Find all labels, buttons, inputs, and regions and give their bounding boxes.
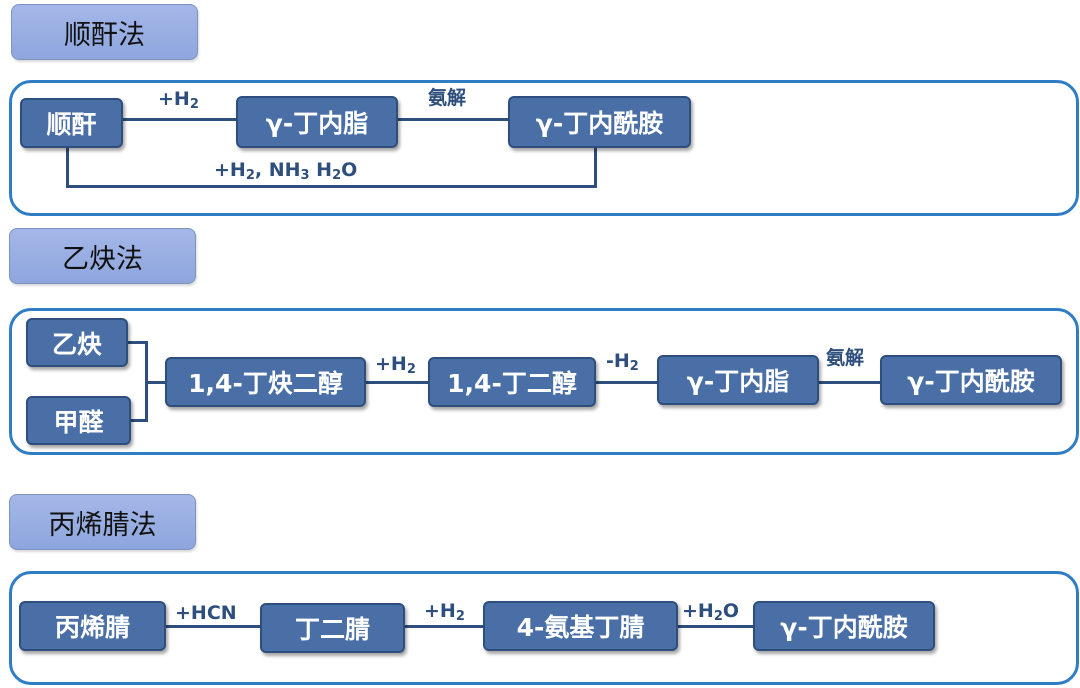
node-label: 4-氨基丁腈 (516, 613, 645, 642)
connector-line (677, 625, 754, 628)
node-butynediol: 1,4-丁炔二醇 (165, 357, 366, 407)
node-label: γ-丁内脂 (686, 367, 790, 396)
node-label: γ-丁内酰胺 (780, 613, 908, 642)
reagent-label-ammonolysis: 氨解 (826, 347, 865, 369)
reagent-label-bypass: +H2, NH3 H2O (214, 159, 358, 183)
section-title-acrylonitrile: 丙烯腈法 (9, 494, 196, 550)
node-aminobutyronitrile: 4-氨基丁腈 (483, 601, 678, 651)
reagent-label-ammonolysis: 氨解 (428, 87, 467, 109)
connector-line (145, 381, 167, 384)
node-label: 1,4-丁二醇 (447, 369, 577, 398)
node-label: γ-丁内酰胺 (907, 367, 1035, 396)
node-label: γ-丁内脂 (265, 109, 369, 138)
node-label: 乙炔 (51, 329, 102, 359)
bypass-line-across (66, 185, 597, 188)
node-butanediol: 1,4-丁二醇 (428, 357, 596, 407)
node-succinonitrile: 丁二腈 (260, 603, 405, 653)
bracket-line-bottom (130, 419, 148, 422)
connector-line (404, 625, 484, 628)
node-label: γ-丁内酰胺 (535, 109, 664, 138)
node-formaldehyde: 甲醛 (26, 396, 131, 445)
reagent-label-h2: +H2 (424, 600, 465, 624)
reagent-label-hcn: +HCN (175, 602, 237, 624)
bypass-line-up (594, 148, 597, 188)
connector-line (122, 118, 238, 121)
connector-line (595, 381, 658, 384)
node-label: 丁二腈 (294, 615, 370, 644)
bracket-line-top (127, 341, 148, 344)
section-title-text: 丙烯腈法 (48, 509, 157, 541)
node-label: 1,4-丁炔二醇 (188, 369, 343, 398)
section-title-text: 顺酐法 (64, 19, 145, 51)
node-gamma-butyrolactam: γ-丁内酰胺 (508, 96, 691, 148)
node-gamma-butyrolactone: γ-丁内脂 (657, 355, 819, 405)
section-title-acetylene: 乙炔法 (9, 228, 196, 284)
node-gamma-butyrolactone: γ-丁内脂 (236, 96, 398, 148)
reagent-label-minus-h2: -H2 (606, 350, 639, 374)
node-gamma-butyrolactam: γ-丁内酰胺 (753, 601, 935, 651)
connector-line (818, 381, 881, 384)
node-acetylene: 乙炔 (26, 318, 128, 367)
node-acrylonitrile: 丙烯腈 (19, 601, 166, 651)
connector-line (365, 381, 429, 384)
section-title-maleic-anhydride: 顺酐法 (11, 4, 198, 60)
connector-line (165, 625, 261, 628)
section-title-text: 乙炔法 (62, 243, 143, 275)
node-gamma-butyrolactam: γ-丁内酰胺 (880, 355, 1062, 405)
connector-line (398, 118, 510, 121)
node-label: 丙烯腈 (54, 613, 130, 642)
node-label: 顺酐 (46, 110, 97, 139)
node-label: 甲醛 (53, 407, 104, 437)
reagent-label-h2: +H2 (158, 88, 199, 112)
bypass-line-down (66, 148, 69, 188)
reagent-label-h2o: +H2O (682, 600, 740, 624)
node-maleic-anhydride: 顺酐 (20, 98, 123, 148)
reagent-label-h2: +H2 (375, 353, 416, 377)
